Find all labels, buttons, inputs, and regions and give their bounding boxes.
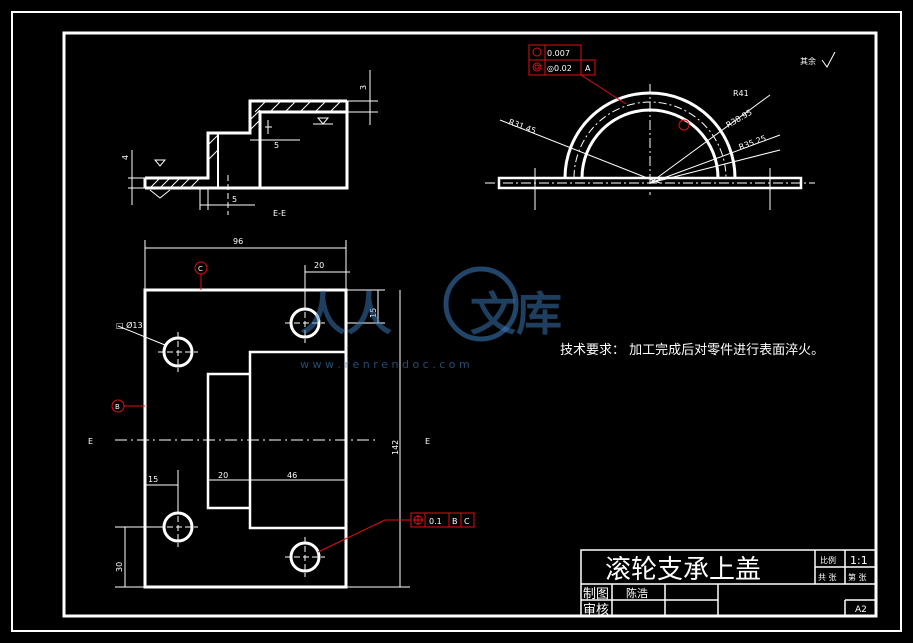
tolerance-frame-position xyxy=(317,512,475,553)
sheet-no: 第 张 xyxy=(848,572,867,582)
dim-width-total: 96 xyxy=(233,237,243,246)
circularity-value: 0.007 xyxy=(547,49,570,58)
checked-label: 审核 xyxy=(583,603,609,618)
position-value: 0.1 xyxy=(429,517,442,526)
plan-view xyxy=(115,240,410,589)
roughness-symbol xyxy=(821,51,836,68)
dim-hole-v-offset: 15 xyxy=(369,308,378,318)
sheet-size: A2 xyxy=(855,605,867,615)
outer-border xyxy=(11,11,902,632)
drawing-title: 滚轮支承上盖 xyxy=(605,555,761,585)
watermark-text-right: 文库 xyxy=(470,287,562,341)
scale-label: 比例 xyxy=(820,555,836,565)
section-view-e-e xyxy=(128,70,378,215)
dim-sec-5a: 5 xyxy=(232,195,237,204)
coaxiality-value: ◎0.02 xyxy=(547,64,572,73)
position-datum-c: C xyxy=(464,517,470,526)
rest-surface-label: 其余 xyxy=(800,56,816,66)
watermark-url: w w w . r e n r e n d o c . c o m xyxy=(300,358,470,371)
position-datum-b: B xyxy=(452,517,458,526)
watermark-text-left: 人人 xyxy=(300,287,392,341)
tech-requirements: 技术要求： 加工完成后对零件进行表面淬火。 xyxy=(560,343,824,358)
dim-hole-top-offset: 20 xyxy=(314,261,324,270)
section-label: E-E xyxy=(273,209,286,218)
datum-b-marker xyxy=(111,399,145,413)
dim-sec-4: 4 xyxy=(121,155,130,160)
dim-hole-left-offset: 15 xyxy=(148,475,158,484)
scale-value: 1:1 xyxy=(850,554,868,567)
dim-hole-bottom-offset: 30 xyxy=(115,562,124,572)
drawn-label: 制图 xyxy=(583,587,609,602)
datum-b-label: B xyxy=(115,403,120,411)
dim-r-mid: R38.95 xyxy=(725,108,754,130)
coaxiality-datum: A xyxy=(585,64,591,73)
datum-a-marker xyxy=(678,119,690,131)
title-block xyxy=(580,549,877,617)
dim-step-width: 46 xyxy=(287,471,297,480)
datum-c-label: C xyxy=(198,265,203,273)
datum-c-marker xyxy=(194,261,208,290)
dim-height-total: 142 xyxy=(391,440,400,455)
dim-slot-width: 20 xyxy=(218,471,228,480)
dim-r-inner: R35.25 xyxy=(738,134,768,152)
dim-sec-3: 3 xyxy=(359,85,368,90)
section-mark-right: E xyxy=(425,437,430,446)
total-sheets: 共 张 xyxy=(818,573,837,582)
dim-hole-diameter: □ Ø13 xyxy=(116,320,143,330)
section-mark-left: E xyxy=(88,437,93,446)
dim-sec-5b: 5 xyxy=(274,141,279,150)
dim-r-outer: R41 xyxy=(733,89,749,98)
watermark xyxy=(443,266,519,342)
inner-frame xyxy=(62,31,878,618)
tolerance-frame-top xyxy=(528,44,596,76)
arc-view xyxy=(485,74,815,210)
dim-r-left: R31.45 xyxy=(507,117,537,135)
drawn-by: 陈浩 xyxy=(626,586,648,600)
